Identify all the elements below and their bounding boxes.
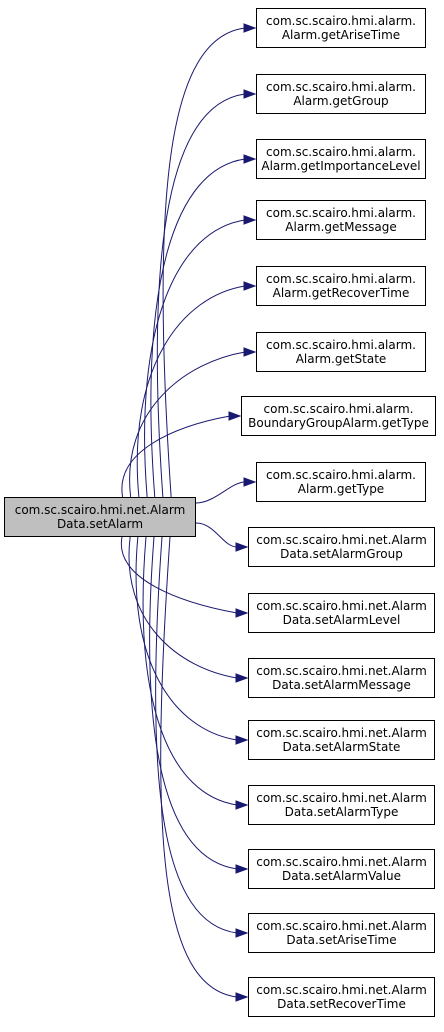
- source-node[interactable]: com.sc.scairo.hmi.net.Alarm Data.setAlar…: [4, 497, 196, 537]
- target-node[interactable]: com.sc.scairo.hmi.alarm.Alarm.getRecover…: [256, 266, 426, 306]
- target-node-line1: com.sc.scairo.hmi.net.Alarm: [256, 533, 427, 547]
- target-node-line2: Data.setAriseTime: [286, 933, 397, 947]
- target-node-line1: com.sc.scairo.hmi.alarm.: [266, 145, 416, 159]
- target-node-line1: com.sc.scairo.hmi.alarm.: [266, 14, 416, 28]
- call-edge: [156, 93, 246, 498]
- target-node[interactable]: com.sc.scairo.hmi.alarm.Alarm.getMessage: [256, 200, 426, 240]
- call-edge: [142, 536, 238, 806]
- target-node-line2: Data.setAlarmGroup: [280, 547, 403, 561]
- edge-arrowhead: [235, 673, 249, 683]
- edge-arrowhead: [235, 608, 249, 618]
- call-edge: [121, 415, 231, 498]
- edge-arrowhead: [243, 281, 257, 291]
- call-edge: [129, 351, 246, 498]
- target-node-line2: Data.setRecoverTime: [277, 997, 406, 1011]
- target-node-line2: Alarm.getAriseTime: [281, 28, 401, 42]
- target-node-line1: com.sc.scairo.hmi.alarm.: [266, 272, 416, 286]
- target-node-line2: Alarm.getState: [295, 352, 387, 366]
- call-edge: [120, 536, 238, 614]
- target-node[interactable]: com.sc.scairo.hmi.alarm.Alarm.getState: [256, 332, 426, 372]
- edge-arrowhead: [235, 928, 249, 938]
- target-node-line1: com.sc.scairo.hmi.alarm.: [266, 206, 416, 220]
- target-node-line1: com.sc.scairo.hmi.net.Alarm: [256, 726, 427, 740]
- edge-arrowhead: [243, 477, 257, 487]
- call-edge: [128, 536, 238, 679]
- target-node-line2: Alarm.getImportanceLevel: [261, 159, 421, 173]
- target-node-line1: com.sc.scairo.hmi.alarm.: [266, 468, 416, 482]
- call-edge: [195, 481, 246, 504]
- target-node-line2: Alarm.getGroup: [293, 94, 389, 108]
- edge-arrowhead: [243, 89, 257, 99]
- target-node-line2: Alarm.getMessage: [285, 220, 397, 234]
- call-edge: [136, 285, 246, 498]
- call-edge: [150, 158, 246, 498]
- target-node[interactable]: com.sc.scairo.hmi.alarm.BoundaryGroupAla…: [241, 396, 436, 436]
- target-node-line1: com.sc.scairo.hmi.alarm.: [263, 402, 414, 416]
- call-edge: [149, 536, 238, 870]
- edge-arrowhead: [243, 154, 257, 164]
- edge-arrowhead: [235, 542, 249, 552]
- target-node-line2: Alarm.getRecoverTime: [272, 286, 410, 300]
- call-edge: [195, 522, 238, 548]
- source-node-line1: com.sc.scairo.hmi.net.Alarm: [14, 503, 186, 517]
- edge-arrowhead: [243, 215, 257, 225]
- edge-arrowhead: [243, 23, 257, 33]
- target-node-line2: Data.setAlarmValue: [281, 869, 402, 883]
- target-node-line2: Data.setAlarmLevel: [282, 613, 401, 627]
- call-edge: [144, 219, 246, 498]
- call-edge: [162, 27, 246, 498]
- target-node-line1: com.sc.scairo.hmi.net.Alarm: [256, 855, 427, 869]
- target-node-line2: Alarm.getType: [297, 482, 385, 496]
- target-node-line2: Data.setAlarmState: [282, 740, 401, 754]
- edge-arrowhead: [235, 864, 249, 874]
- target-node-line1: com.sc.scairo.hmi.alarm.: [266, 338, 416, 352]
- target-node-line2: Data.setAlarmMessage: [272, 678, 411, 692]
- target-node-line1: com.sc.scairo.hmi.net.Alarm: [256, 599, 427, 613]
- call-edge: [155, 536, 238, 934]
- source-node-line2: Data.setAlarm: [56, 517, 144, 531]
- target-node[interactable]: com.sc.scairo.hmi.alarm.Alarm.getGroup: [256, 74, 426, 114]
- edge-arrowhead: [228, 411, 242, 421]
- target-node-line2: BoundaryGroupAlarm.getType: [248, 416, 429, 430]
- target-node-line1: com.sc.scairo.hmi.net.Alarm: [256, 664, 427, 678]
- call-edge: [160, 536, 238, 998]
- target-node-line1: com.sc.scairo.hmi.net.Alarm: [256, 983, 427, 997]
- target-node[interactable]: com.sc.scairo.hmi.alarm.Alarm.getType: [256, 462, 426, 502]
- edge-arrowhead: [235, 800, 249, 810]
- edge-arrowhead: [235, 735, 249, 745]
- target-node-line1: com.sc.scairo.hmi.net.Alarm: [256, 919, 427, 933]
- target-node-line1: com.sc.scairo.hmi.alarm.: [266, 80, 416, 94]
- target-node-line1: com.sc.scairo.hmi.net.Alarm: [256, 791, 427, 805]
- edge-arrowhead: [243, 347, 257, 357]
- call-edge: [135, 536, 238, 741]
- target-node[interactable]: com.sc.scairo.hmi.alarm.Alarm.getImporta…: [256, 139, 426, 179]
- target-node[interactable]: com.sc.scairo.hmi.alarm.Alarm.getAriseTi…: [256, 8, 426, 48]
- target-node-line2: Data.setAlarmType: [284, 805, 399, 819]
- edge-arrowhead: [235, 992, 249, 1002]
